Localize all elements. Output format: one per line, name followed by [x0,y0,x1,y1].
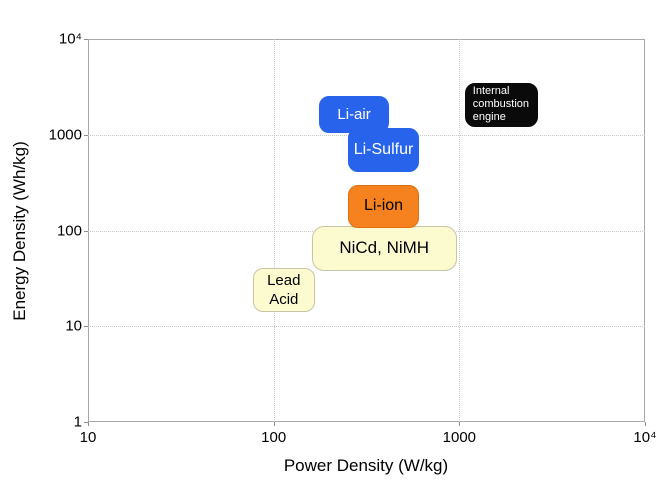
tickmark-y-10000 [84,39,88,40]
y-tick-label-10000: 10⁴ [58,30,82,48]
y-axis-title: Energy Density (Wh/kg) [10,141,29,321]
y-tick-label-1: 1 [73,413,82,431]
region-nicd-nimh: NiCd, NiMH [311,225,457,271]
x-tick-label-100: 100 [261,429,287,446]
x-tick-label-10000: 10⁴ [633,429,657,446]
tickmark-x-10 [88,422,89,426]
x-tick-label-1000: 1000 [442,429,477,446]
region-internal-combustion-engine-label: Internal combustion engine [472,85,530,124]
y-tick-label-1000: 1000 [48,126,82,144]
region-lead-acid: Lead Acid [252,267,315,313]
tickmark-x-100 [273,422,275,426]
tickmark-y-100 [84,230,88,232]
tickmark-y-1000 [84,134,88,136]
y-tick-label-100: 100 [56,222,82,239]
x-axis-title: Power Density (W/kg) [283,456,449,475]
tickmark-y-10 [84,326,88,328]
region-li-sulfur: Li-Sulfur [347,127,420,172]
y-tick-label-10: 10 [65,317,82,335]
region-internal-combustion-engine: Internal combustion engine [464,82,538,128]
tickmark-x-10000 [645,422,646,426]
region-li-air-label: Li-air [337,105,371,123]
gridline-y-10 [88,326,645,328]
region-nicd-nimh-label: NiCd, NiMH [339,238,430,258]
tickmark-x-1000 [459,422,461,426]
x-tick-label-10: 10 [79,429,97,446]
tickmark-y-1 [84,422,88,423]
region-lead-acid-label: Lead Acid [267,271,301,308]
region-li-ion-label: Li-ion [363,197,404,215]
region-li-ion: Li-ion [347,184,420,229]
region-li-sulfur-label: Li-Sulfur [353,140,414,158]
